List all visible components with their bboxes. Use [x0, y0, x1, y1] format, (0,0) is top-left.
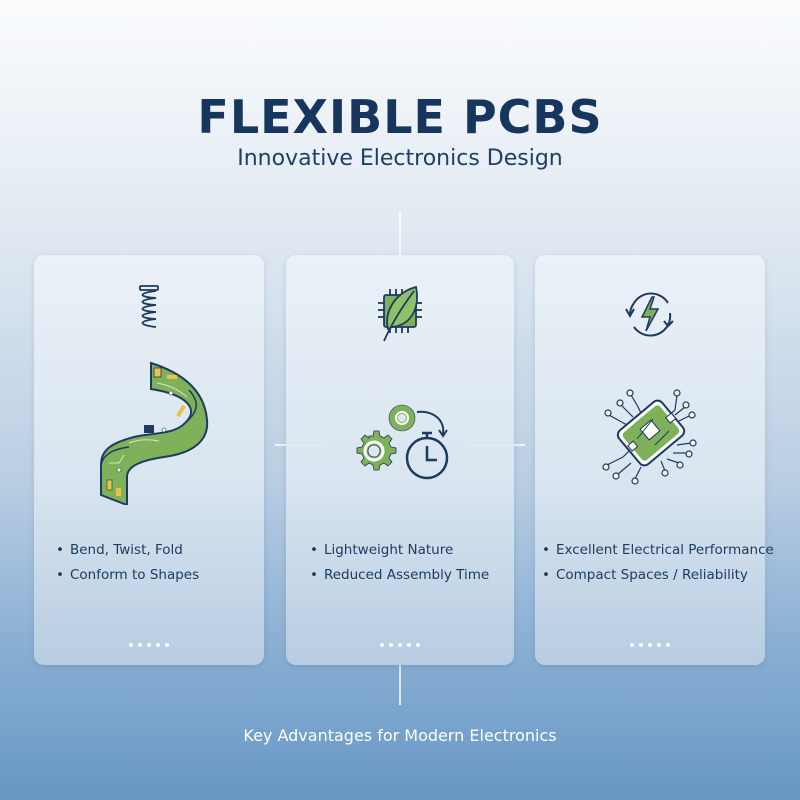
bullet-list: Lightweight Nature Reduced Assembly Time: [310, 538, 489, 588]
flexible-pcb-ribbon-illustration: [89, 355, 209, 509]
page-subtitle: Innovative Electronics Design: [237, 146, 563, 171]
bullet-item: Lightweight Nature: [310, 538, 489, 563]
bullet-item: Compact Spaces / Reliability: [542, 563, 774, 588]
bullet-item: Conform to Shapes: [56, 563, 199, 588]
dot: [147, 643, 151, 647]
lightning-cycle-icon: [622, 289, 678, 343]
dot: [156, 643, 160, 647]
circuit-board-chip-illustration: [595, 375, 705, 494]
dot: [389, 643, 393, 647]
pagination-dots: [286, 632, 514, 651]
bullet-item: Reduced Assembly Time: [310, 563, 489, 588]
dot: [657, 643, 661, 647]
card-flexibility: Bend, Twist, Fold Conform to Shapes: [34, 255, 264, 665]
connector-line-top: [399, 212, 401, 255]
dot: [648, 643, 652, 647]
dot: [666, 643, 670, 647]
bullet-item: Excellent Electrical Performance: [542, 538, 774, 563]
dot: [398, 643, 402, 647]
pagination-dots: [34, 632, 264, 651]
dot: [380, 643, 384, 647]
page-title: FLEXIBLE PCBS: [197, 90, 603, 144]
connector-line-bottom: [399, 665, 401, 705]
gears-stopwatch-illustration: [345, 400, 455, 489]
dot: [416, 643, 420, 647]
bullet-list: Excellent Electrical Performance Compact…: [542, 538, 774, 588]
spring-icon: [136, 283, 162, 335]
card-performance: Excellent Electrical Performance Compact…: [535, 255, 774, 665]
footer-caption: Key Advantages for Modern Electronics: [243, 726, 557, 745]
dot: [639, 643, 643, 647]
card-lightweight: Lightweight Nature Reduced Assembly Time: [286, 255, 514, 665]
dot: [630, 643, 634, 647]
leaf-chip-icon: [374, 283, 426, 349]
dot: [165, 643, 169, 647]
dot: [129, 643, 133, 647]
dot: [407, 643, 411, 647]
bullet-list: Bend, Twist, Fold Conform to Shapes: [56, 538, 199, 588]
pagination-dots: [535, 632, 765, 651]
dot: [138, 643, 142, 647]
bullet-item: Bend, Twist, Fold: [56, 538, 199, 563]
